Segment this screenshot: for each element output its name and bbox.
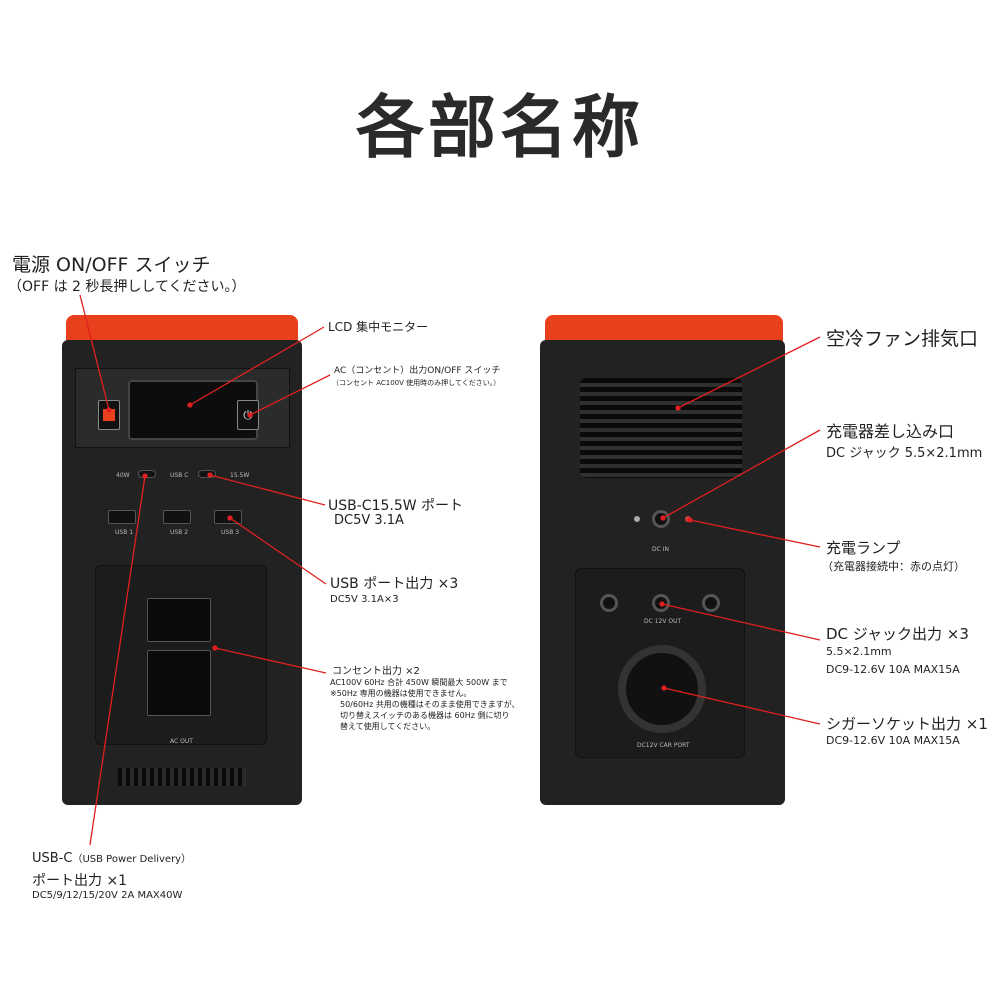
usbc-155-label: USB-C15.5W ポート (328, 498, 464, 514)
outlet-note-line: 切り替えスイッチのある機器は 60Hz 側に切り (340, 711, 510, 720)
leader-line (214, 647, 327, 674)
port-label: AC OUT (170, 738, 193, 745)
leader-line (661, 603, 821, 641)
dc-out-label: DC ジャック出力 ×3 (826, 625, 969, 643)
usbc-pd-spec: DC5/9/12/15/20V 2A MAX40W (32, 890, 183, 901)
outlet-notes: AC100V 60Hz 合計 450W 瞬間最大 500W まで ※50Hz 専… (330, 677, 520, 732)
port-label: USB 2 (170, 529, 189, 536)
leader-line (689, 519, 821, 548)
screw (634, 516, 640, 522)
usb-port-2 (163, 510, 191, 524)
usbc-pd-title: USB-C (32, 851, 73, 866)
usbc-pd-sub: （USB Power Delivery） (72, 854, 192, 865)
dc-out-jack-3 (702, 594, 720, 612)
dc-out-spec1: 5.5×2.1mm (826, 645, 892, 658)
ac-switch-label: AC（コンセント）出力ON/OFF スイッチ (334, 366, 501, 376)
port-label: DC 12V OUT (644, 618, 682, 625)
fan-label: 空冷ファン排気口 (826, 328, 979, 350)
usb-port-1 (108, 510, 136, 524)
vent-grille (118, 768, 246, 786)
outlet-note-line: ※50Hz 専用の機器は使用できません。 (330, 689, 472, 698)
leader-line (229, 517, 327, 585)
port-label: USB 3 (221, 529, 240, 536)
usbc-pd-line2: ポート出力 ×1 (32, 873, 128, 889)
charger-spec: DC ジャック 5.5×2.1mm (826, 446, 983, 461)
dc-out-jack-1 (600, 594, 618, 612)
leader-line (662, 429, 821, 519)
usbc-155-port (198, 470, 216, 478)
port-label: 40W (116, 472, 130, 479)
battery-icon (103, 409, 115, 421)
leader-line (663, 687, 821, 725)
port-label: USB C (170, 472, 189, 479)
outlet-note-line: 50/60Hz 共用の機種はそのまま使用できますが、 (340, 700, 520, 709)
outlet-note-line: AC100V 60Hz 合計 450W 瞬間最大 500W まで (330, 678, 508, 687)
port-label: USB 1 (115, 529, 134, 536)
power-button[interactable] (98, 400, 120, 430)
outlet-note-line: 替えて使用してください。 (340, 722, 436, 731)
lcd-label: LCD 集中モニター (328, 320, 429, 334)
port-label: 15.5W (230, 472, 250, 479)
lamp-note: （充電器接続中：赤の点灯） (822, 560, 965, 573)
port-label: DC IN (652, 546, 669, 553)
leader-line (677, 336, 821, 409)
charger-label: 充電器差し込み口 (826, 422, 955, 441)
power-switch-label: 電源 ON/OFF スイッチ (12, 254, 211, 276)
usb-ports-label: USB ポート出力 ×3 (330, 576, 459, 592)
outlet-2 (147, 650, 211, 716)
outlet-label: コンセント出力 ×2 (332, 666, 420, 677)
power-switch-note: （OFF は 2 秒長押ししてください。） (8, 279, 246, 295)
outlet-1 (147, 598, 211, 642)
leader-line (189, 326, 325, 406)
cigar-spec: DC9-12.6V 10A MAX15A (826, 734, 960, 747)
leader-line (79, 294, 110, 411)
usbc-pd-label: USB-C（USB Power Delivery） (32, 850, 191, 866)
port-label: DC12V CAR PORT (637, 742, 690, 749)
lamp-label: 充電ランプ (826, 539, 901, 557)
page-title: 各部名称 (355, 89, 644, 168)
dc-out-spec2: DC9-12.6V 10A MAX15A (826, 663, 960, 676)
leader-line (89, 475, 146, 846)
ac-switch-note: （コンセント AC100V 使用時のみ押してください。） (332, 379, 501, 387)
fan-vent (580, 378, 742, 478)
cigar-label: シガーソケット出力 ×1 (826, 715, 988, 733)
usb-ports-spec: DC5V 3.1A×3 (330, 594, 399, 605)
usbc-155-spec: DC5V 3.1A (334, 513, 404, 528)
leader-line (209, 474, 326, 506)
leader-line (249, 374, 331, 416)
